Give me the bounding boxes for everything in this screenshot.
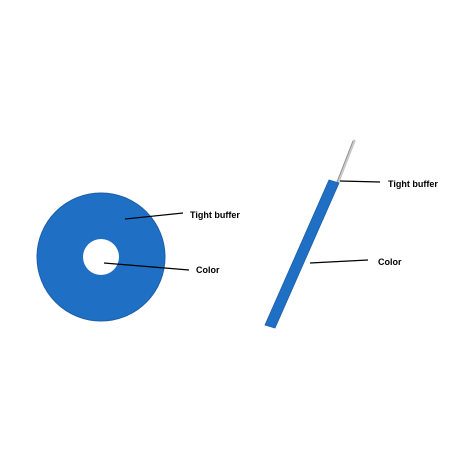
fiber-core-hole (83, 239, 119, 275)
bare-fiber-tip (336, 139, 356, 184)
side-view-buffer-leader (339, 180, 381, 183)
side-view-buffer-label: Tight buffer (388, 179, 438, 189)
cross-section-group: Tight buffer Color (36, 192, 240, 322)
side-view-group: Tight buffer Color (264, 139, 438, 329)
cross-section-buffer-label: Tight buffer (190, 210, 240, 220)
side-view-color-leader (309, 259, 369, 264)
cross-section-buffer-leader (124, 212, 184, 220)
buffered-fiber-strand (264, 179, 340, 329)
cross-section-color-leader (103, 262, 190, 271)
bare-fiber-tip-edge (336, 140, 354, 183)
side-view-color-label: Color (378, 257, 402, 267)
cross-section-color-label: Color (196, 265, 220, 275)
